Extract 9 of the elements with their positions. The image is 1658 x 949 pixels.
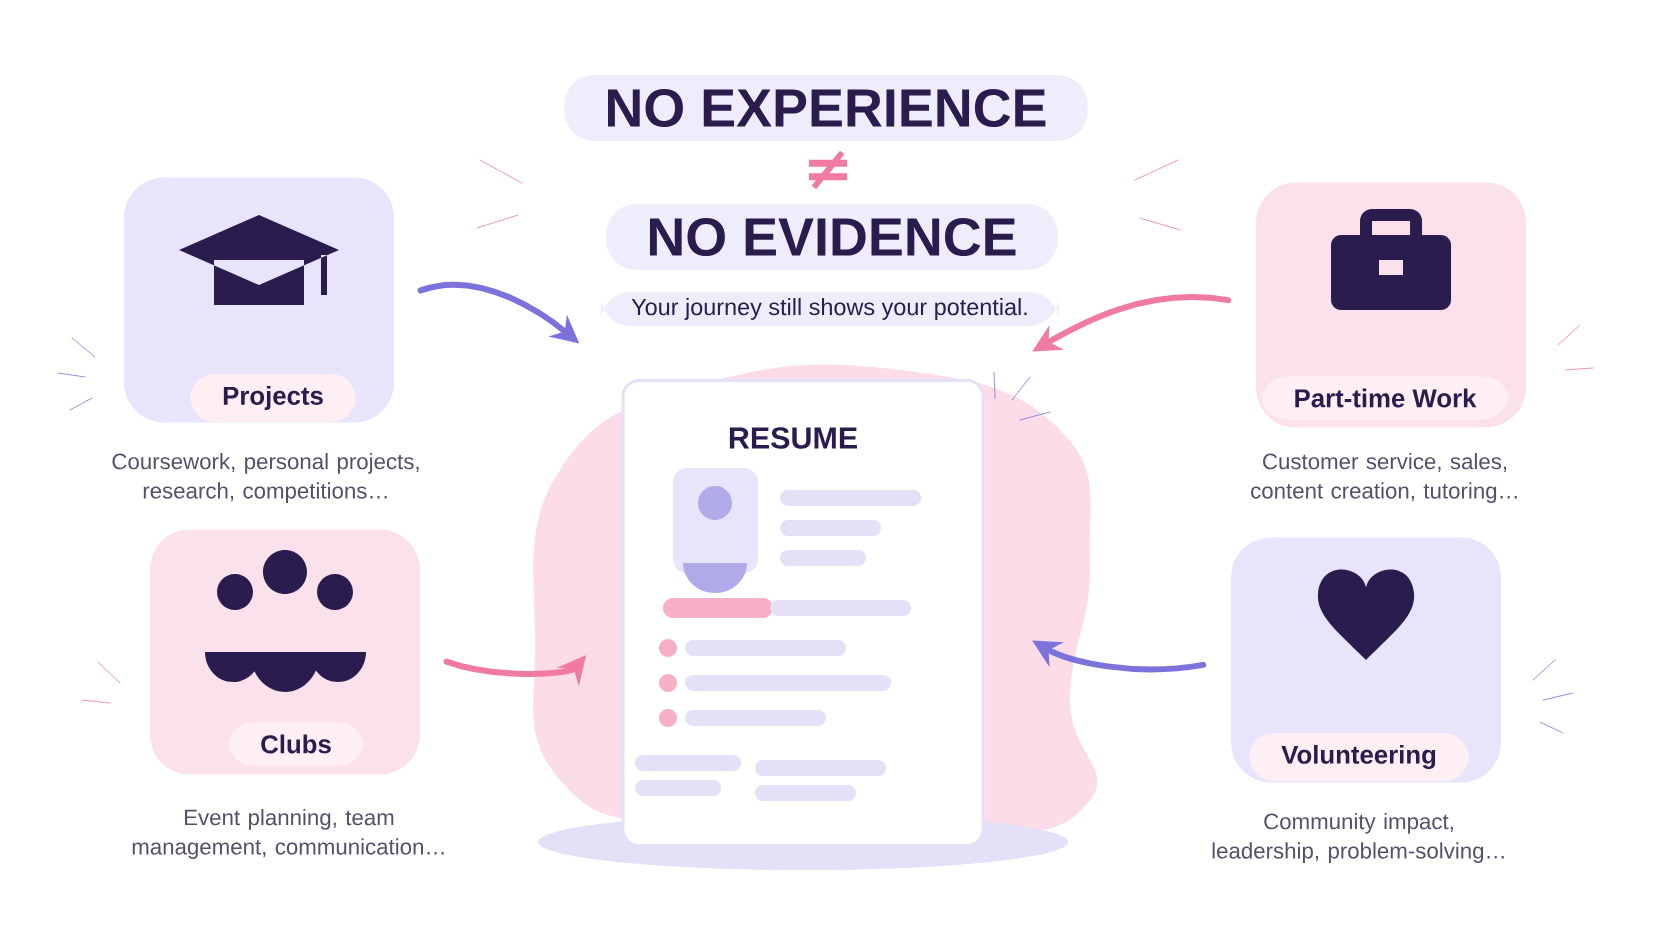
card-caption: Coursework, personal projects, research, competitions… <box>112 453 419 503</box>
card-caption: Community impact, leadership, problem-solving… <box>1212 813 1504 863</box>
not-equal-sign: ≠ <box>808 150 848 190</box>
subtitle-pill: Your journey still shows your potential. <box>601 292 1059 326</box>
heading-pill: NO EVIDENCE <box>606 203 1058 271</box>
card-caption: Event planning, team management, communication… <box>132 809 444 859</box>
card-caption: Customer service, sales, content creation, tutoring… <box>1251 453 1517 503</box>
heading-pill: NO EXPERIENCE <box>564 74 1088 142</box>
category-card: Volunteering <box>1231 537 1501 783</box>
